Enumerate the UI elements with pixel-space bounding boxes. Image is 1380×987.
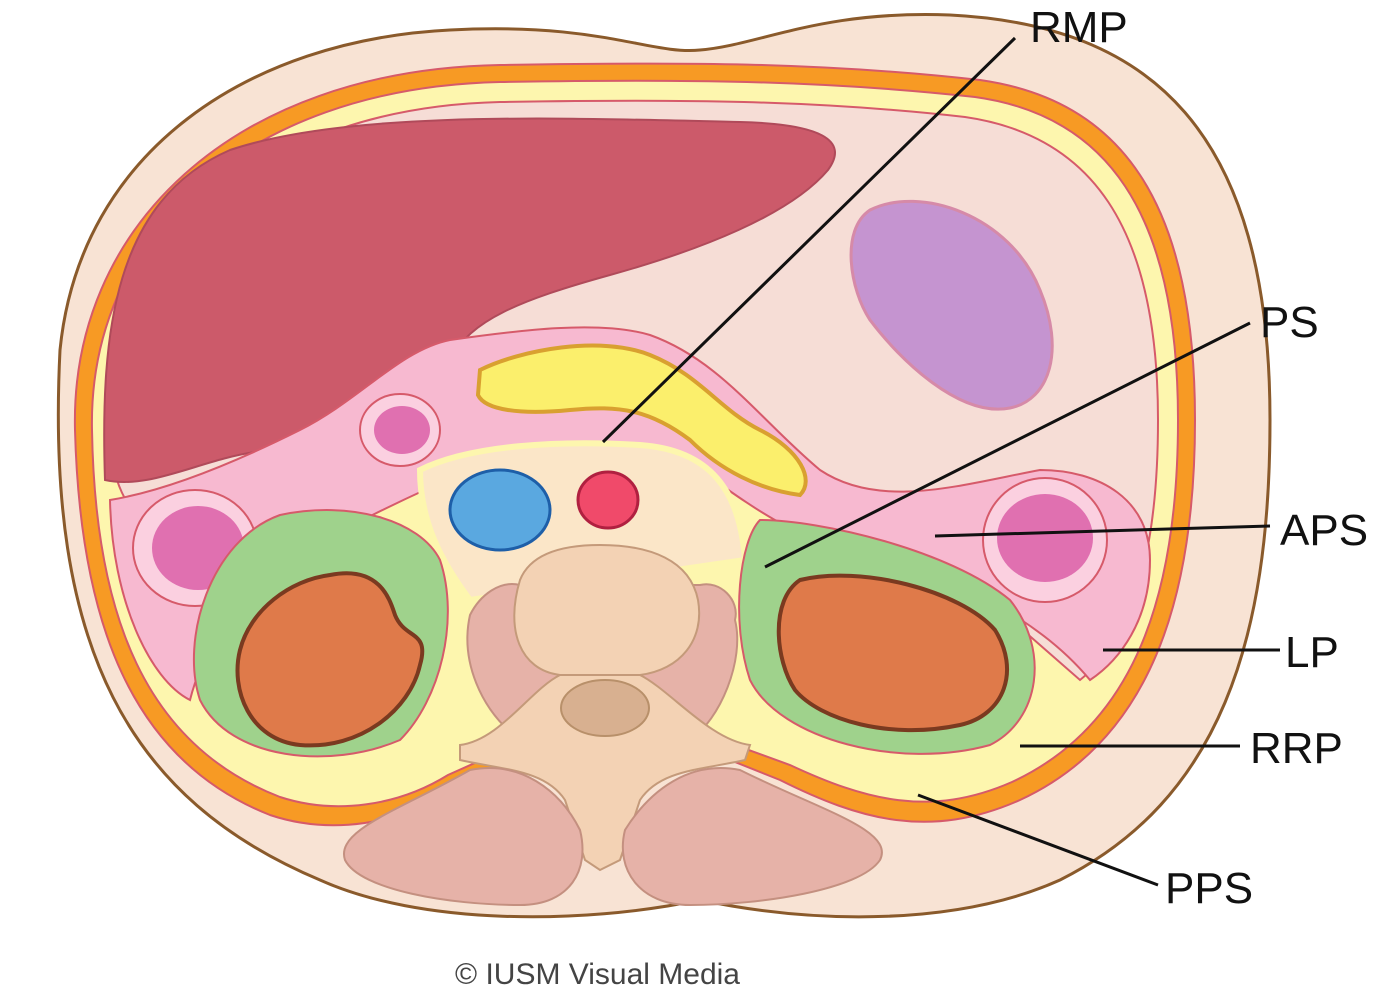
copyright-credit: © IUSM Visual Media — [455, 958, 740, 987]
bowel-loop-center — [360, 394, 440, 466]
inferior-vena-cava — [450, 470, 550, 550]
label-aps: APS — [1280, 506, 1368, 555]
label-rmp: RMP — [1030, 3, 1128, 52]
spinal-canal — [561, 680, 649, 736]
label-pps: PPS — [1165, 864, 1253, 913]
bowel-loop-right — [983, 478, 1107, 602]
vertebral-body — [514, 545, 699, 675]
label-ps: PS — [1260, 298, 1319, 347]
label-lp: LP — [1285, 628, 1339, 677]
label-rrp: RRP — [1250, 724, 1343, 773]
aorta — [578, 472, 638, 528]
